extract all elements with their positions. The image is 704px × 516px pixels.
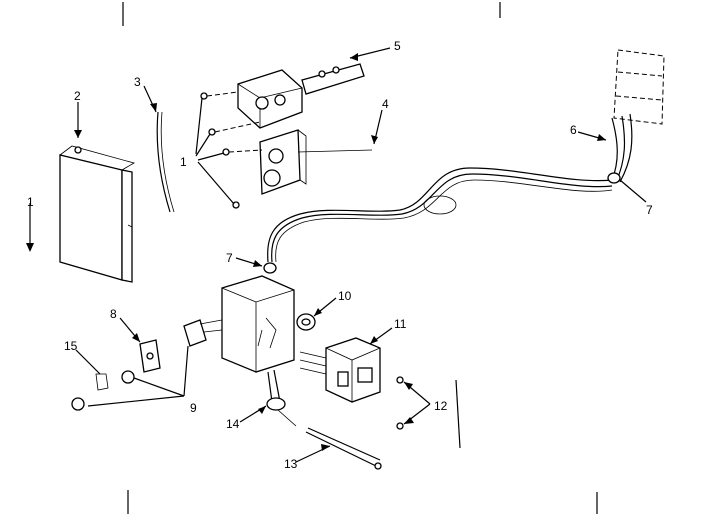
cord-clamp [266,397,297,427]
relay-screws [396,376,404,430]
callout-8: 8 [110,307,117,321]
callout-7-center: 7 [226,251,233,265]
lower-switch [259,129,373,195]
switch-plate [71,319,223,411]
callout-6: 6 [570,123,577,137]
callout-2: 2 [74,89,81,103]
callout-labels: 1 1 2 3 4 5 6 7 7 8 9 10 11 12 13 14 15 [27,39,653,471]
upper-switch-assembly [237,63,365,129]
callout-5: 5 [394,39,401,53]
callout-7-right: 7 [646,203,653,217]
callout-13: 13 [284,457,298,471]
callout-11: 11 [394,317,407,331]
cover-panel [59,145,136,283]
ground-wire [305,427,382,470]
callout-10: 10 [338,289,352,303]
relay [299,337,381,403]
callout-9: 9 [190,401,197,415]
callout-3: 3 [134,75,141,89]
crop-marks [122,2,598,514]
callout-4: 4 [382,97,389,111]
screws [195,91,263,209]
callout-1-left: 1 [27,195,34,209]
callout-15: 15 [64,339,78,353]
control-box [221,262,295,403]
gasket-strip [156,111,171,213]
callout-14: 14 [226,417,240,431]
grommet [296,313,316,331]
callout-12: 12 [434,399,448,413]
callout-1: 1 [180,155,187,169]
fastener-arrow-left [26,203,34,252]
power-cord [267,113,633,263]
leader-lines [74,47,647,463]
receptacle-outline [613,49,665,125]
